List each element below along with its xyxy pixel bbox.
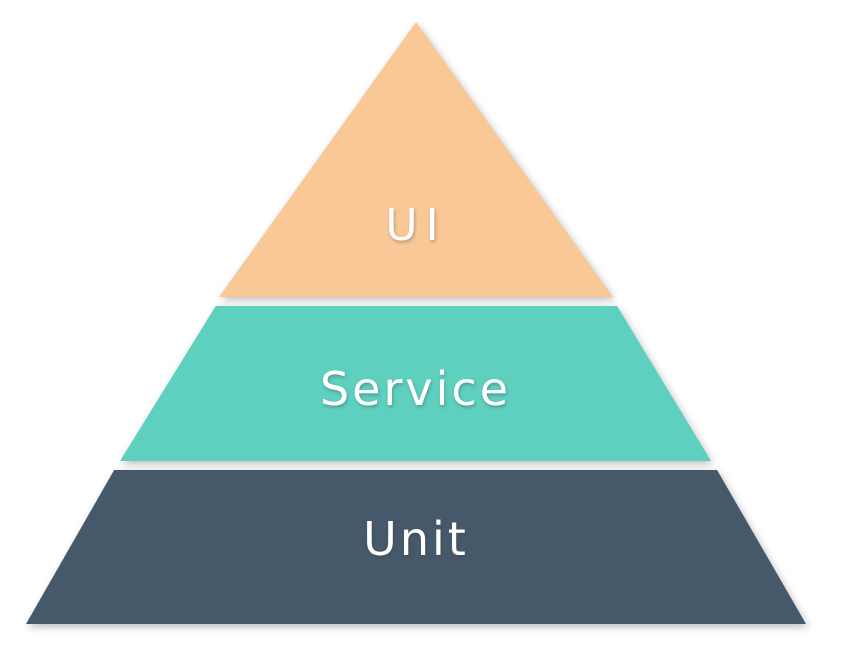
pyramid-layer-unit: Unit (26, 470, 806, 624)
pyramid-layer-ui: UI (219, 22, 613, 297)
service-layer-label: Service (319, 362, 511, 416)
service-trapezoid-shape (120, 306, 711, 461)
ui-layer-label: UI (385, 200, 447, 251)
ui-triangle-shape (219, 22, 613, 297)
unit-trapezoid-shape (26, 470, 806, 624)
unit-layer-label: Unit (363, 512, 469, 566)
pyramid-layer-service: Service (120, 306, 711, 461)
